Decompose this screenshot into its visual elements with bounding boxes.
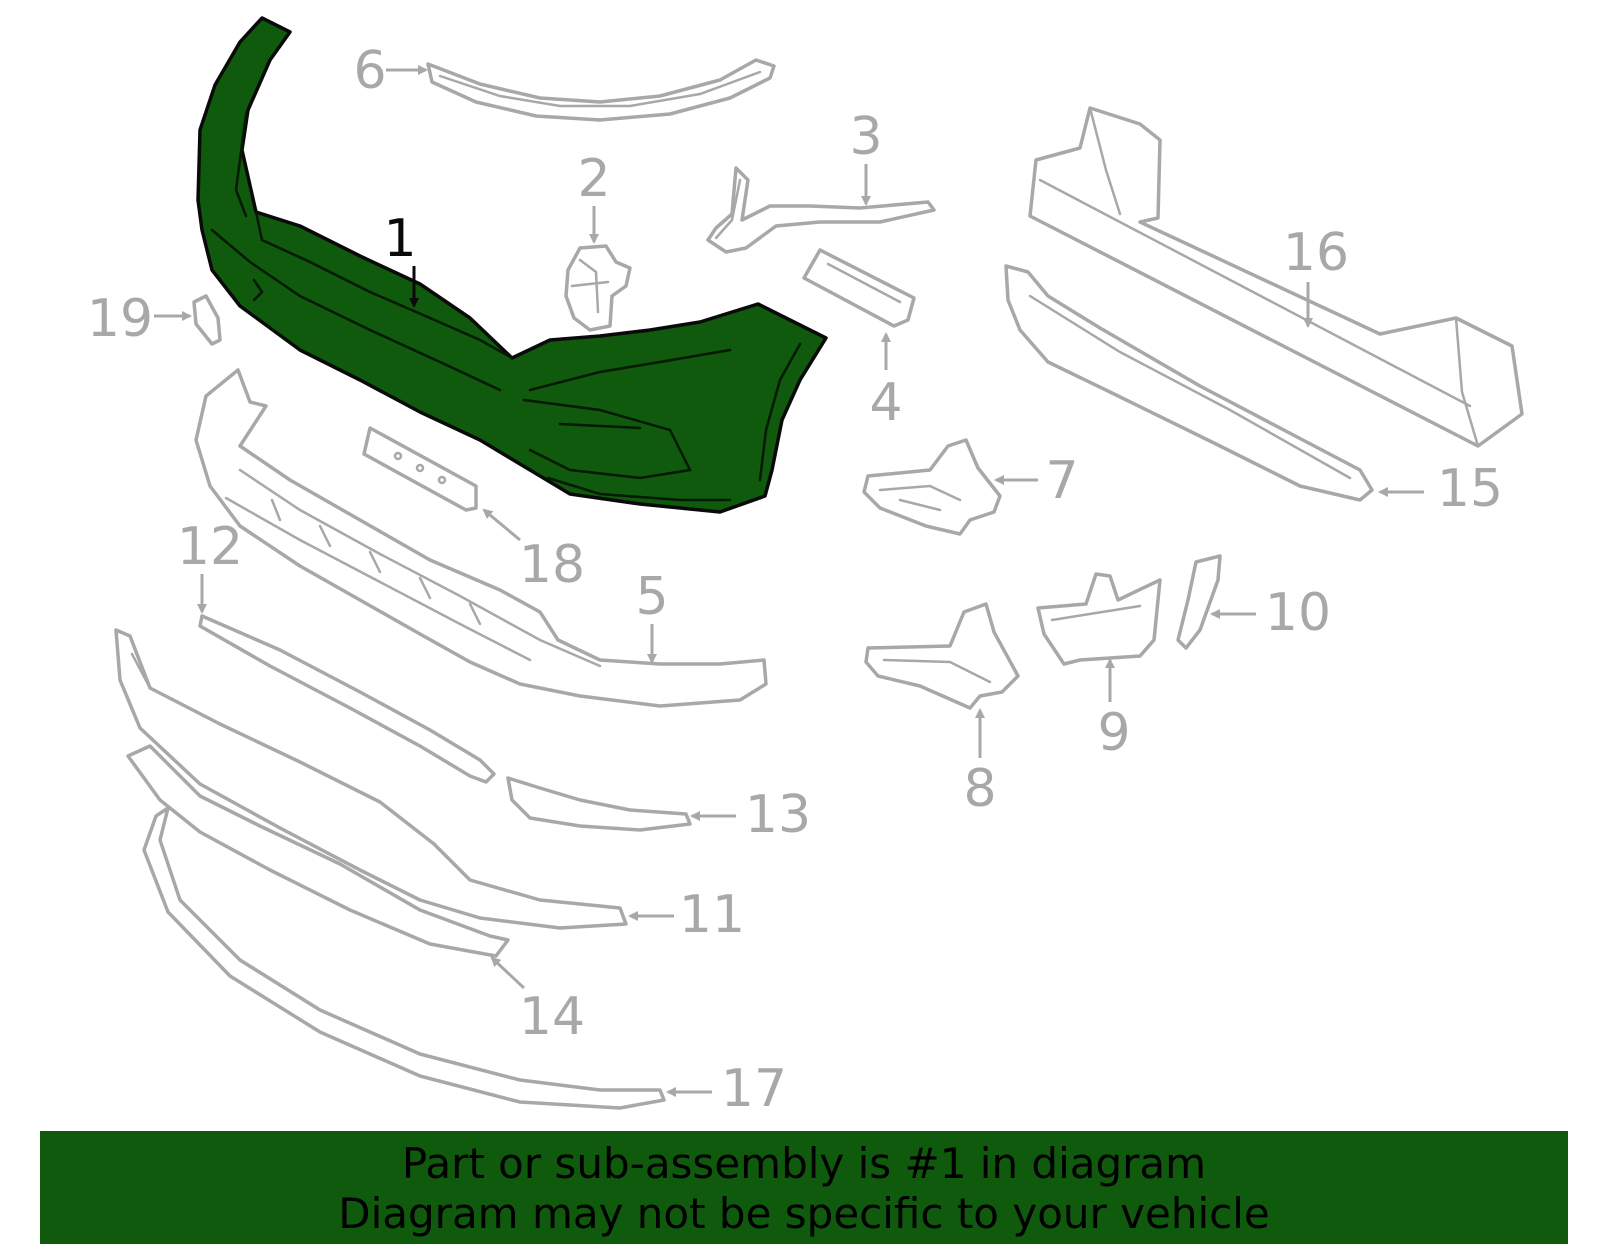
callout-17-label: 17: [721, 1059, 787, 1119]
part-16-reinforcement[interactable]: [1028, 106, 1524, 448]
part-8-fog-bracket[interactable]: [864, 602, 1020, 710]
part-15-absorber[interactable]: [1004, 264, 1374, 502]
part-6-upper-trim[interactable]: [426, 58, 776, 122]
callout-7-label: 7: [1045, 451, 1078, 511]
part-11-lower-trim[interactable]: [114, 628, 628, 930]
callout-8-label: 8: [963, 759, 996, 819]
part-19-cap[interactable]: [192, 294, 222, 346]
callout-7: 7: [994, 451, 1079, 511]
callout-13: 13: [690, 785, 811, 845]
part-1-bumper-cover[interactable]: [196, 16, 828, 514]
callout-14-label: 14: [519, 987, 585, 1047]
banner-line-2: Diagram may not be specific to your vehi…: [338, 1189, 1270, 1238]
part-18-plate-bracket[interactable]: [362, 426, 478, 512]
part-4-clip[interactable]: [802, 248, 916, 328]
part-3-side-bracket[interactable]: [706, 166, 936, 254]
callout-10-label: 10: [1265, 583, 1331, 643]
callout-2-label: 2: [577, 149, 610, 209]
callout-18: 18: [482, 508, 585, 595]
callout-12: 12: [177, 517, 243, 614]
callout-6-label: 6: [353, 41, 386, 101]
part-5-lower-valance[interactable]: [194, 368, 768, 708]
part-14-lower-strip[interactable]: [126, 744, 510, 958]
callout-4: 4: [869, 332, 903, 433]
callout-10: 10: [1210, 583, 1331, 643]
callout-12-label: 12: [177, 517, 243, 577]
callout-11-label: 11: [679, 885, 745, 945]
callout-3: 3: [849, 107, 883, 206]
callout-9: 9: [1097, 658, 1131, 763]
callout-11: 11: [628, 885, 745, 945]
callout-19-label: 19: [87, 289, 153, 349]
info-banner: Part or sub-assembly is #1 in diagram Di…: [40, 1131, 1568, 1244]
banner-line-1: Part or sub-assembly is #1 in diagram: [401, 1139, 1207, 1188]
callout-13-label: 13: [745, 785, 811, 845]
part-7-fog-bracket[interactable]: [862, 438, 1002, 536]
callout-3-label: 3: [849, 107, 882, 167]
part-10-small-bracket[interactable]: [1176, 554, 1222, 650]
part-17-bottom-trim[interactable]: [142, 806, 666, 1110]
callout-15-label: 15: [1437, 459, 1503, 519]
callout-14: 14: [490, 956, 585, 1047]
callout-1: 1: [383, 209, 419, 308]
callout-6: 6: [353, 41, 428, 101]
callout-8: 8: [963, 708, 997, 819]
callout-5: 5: [635, 567, 669, 664]
part-12-molding[interactable]: [198, 614, 496, 784]
callout-16-label: 16: [1283, 223, 1349, 283]
callout-19: 19: [87, 289, 192, 349]
part-2-bracket[interactable]: [564, 244, 632, 332]
callout-16: 16: [1283, 223, 1349, 328]
part-13-trim[interactable]: [506, 776, 692, 832]
callout-15: 15: [1378, 459, 1503, 519]
part-9-housing[interactable]: [1036, 572, 1162, 666]
callout-18-label: 18: [519, 535, 585, 595]
callout-17: 17: [666, 1059, 787, 1119]
callout-2: 2: [577, 149, 611, 244]
callout-9-label: 9: [1097, 703, 1130, 763]
callout-1-label: 1: [383, 209, 416, 269]
callout-5-label: 5: [635, 567, 668, 627]
callout-4-label: 4: [869, 373, 902, 433]
